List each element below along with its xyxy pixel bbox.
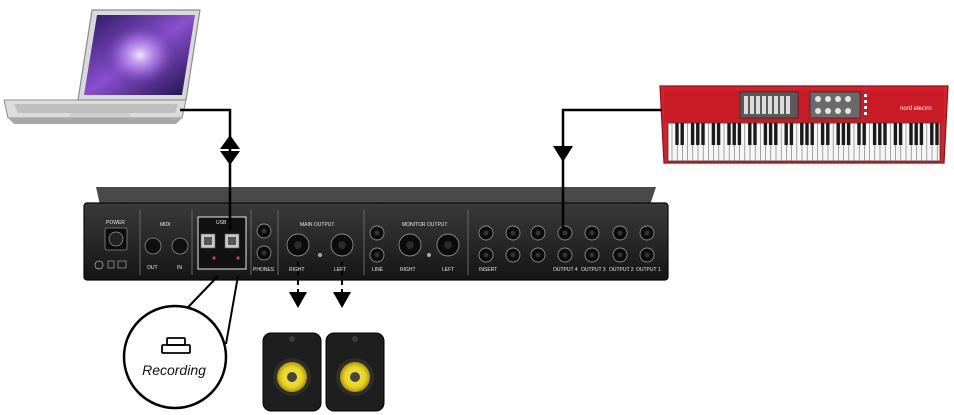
midi-out-label: OUT bbox=[147, 265, 158, 271]
synth-keyboard-icon: nord electro bbox=[659, 85, 949, 164]
studio-monitor-right-icon bbox=[325, 332, 385, 412]
studio-monitor-left-icon bbox=[262, 332, 322, 412]
phones-label: PHONES bbox=[253, 267, 275, 273]
line-label: LINE bbox=[372, 267, 384, 273]
recording-callout: Recording bbox=[122, 275, 239, 410]
laptop-usb-connection bbox=[180, 108, 232, 230]
main-output-label: MAIN OUTPUT bbox=[300, 222, 334, 228]
insert-label: INSERT bbox=[479, 267, 497, 273]
output-1-label: OUTPUT 1 bbox=[636, 267, 661, 273]
output-4-label: OUTPUT 4 bbox=[553, 267, 578, 273]
monitor-right-label: RIGHT bbox=[400, 267, 416, 273]
monitor-output-label: MONITOR OUTPUT bbox=[402, 222, 447, 228]
bidirectional-arrow-icon bbox=[220, 135, 240, 165]
main-left-label: LEFT bbox=[334, 267, 346, 273]
arrow-down-icon bbox=[553, 146, 573, 162]
audio-interface-rear-panel-icon: POWER MIDI OUT IN USB PHONES MAIN OUTPUT bbox=[83, 187, 669, 281]
speaker-connections bbox=[297, 262, 343, 296]
laptop-icon bbox=[3, 9, 201, 124]
output-3-label: OUTPUT 3 bbox=[581, 267, 606, 273]
midi-label: MIDI bbox=[160, 222, 171, 228]
output-2-label: OUTPUT 2 bbox=[609, 267, 634, 273]
record-device-icon bbox=[161, 337, 191, 354]
speaker-arrow-icons bbox=[289, 292, 351, 308]
usb-label: USB bbox=[216, 220, 227, 226]
keyboard-connection bbox=[561, 108, 662, 230]
main-right-label: RIGHT bbox=[289, 267, 305, 273]
midi-in-label: IN bbox=[177, 265, 182, 271]
power-label: POWER bbox=[106, 220, 125, 226]
recording-label: Recording bbox=[142, 362, 206, 378]
monitor-left-label: LEFT bbox=[442, 267, 454, 273]
keyboard-brand-label: nord electro bbox=[900, 106, 932, 112]
